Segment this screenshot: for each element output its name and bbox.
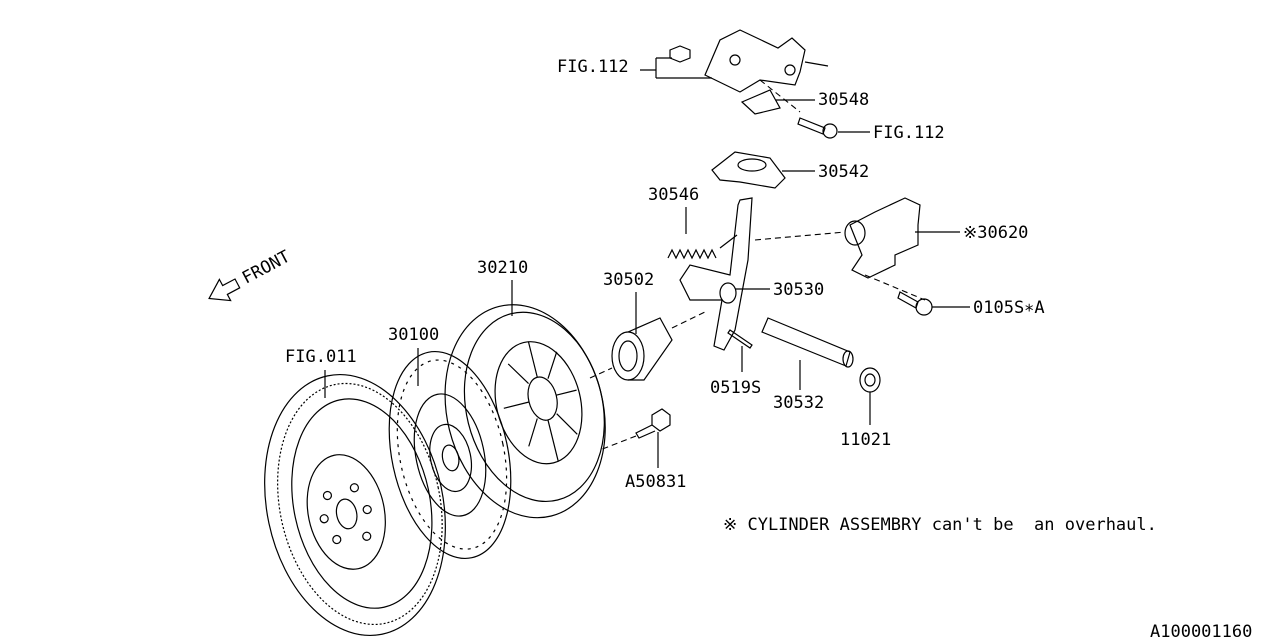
- label-0105s[interactable]: 0105S∗A: [973, 298, 1045, 318]
- pivot-shaft[interactable]: [761, 317, 854, 368]
- label-fig112-bolt[interactable]: FIG.112: [873, 123, 945, 143]
- release-fork[interactable]: [679, 197, 846, 351]
- label-0519s[interactable]: 0519S: [710, 378, 761, 398]
- diagram-id: A100001160: [1150, 622, 1252, 640]
- pressure-plate[interactable]: [423, 288, 627, 535]
- label-30546[interactable]: 30546: [648, 185, 699, 205]
- label-30620[interactable]: ※30620: [963, 223, 1028, 243]
- boot-30542[interactable]: [711, 151, 786, 189]
- label-30530[interactable]: 30530: [773, 280, 824, 300]
- bolt-fig112[interactable]: [797, 117, 838, 139]
- release-bearing[interactable]: [589, 311, 706, 381]
- label-fig011[interactable]: FIG.011: [285, 347, 357, 367]
- label-30532[interactable]: 30532: [773, 393, 824, 413]
- leader-lines: [324, 57, 970, 468]
- front-arrow-icon: [208, 278, 241, 302]
- return-spring[interactable]: [667, 234, 738, 260]
- flywheel[interactable]: [241, 358, 468, 640]
- clip-30548[interactable]: [740, 79, 801, 115]
- bolt-a50831[interactable]: [599, 408, 671, 451]
- bracket-top[interactable]: [669, 29, 829, 93]
- label-30548[interactable]: 30548: [818, 90, 869, 110]
- label-11021[interactable]: 11021: [840, 430, 891, 450]
- label-fig112-top[interactable]: FIG.112: [557, 57, 629, 77]
- operating-cylinder[interactable]: [844, 197, 926, 301]
- label-30210[interactable]: 30210: [477, 258, 528, 278]
- label-30502[interactable]: 30502: [603, 270, 654, 290]
- pin-0519s[interactable]: [727, 329, 753, 349]
- front-label: FRONT: [239, 247, 294, 289]
- bushing-11021[interactable]: [859, 367, 881, 393]
- clutch-disc[interactable]: [371, 340, 528, 570]
- label-30100[interactable]: 30100: [388, 325, 439, 345]
- label-a50831[interactable]: A50831: [625, 472, 686, 492]
- label-30542[interactable]: 30542: [818, 162, 869, 182]
- note-text: ※ CYLINDER ASSEMBRY can't be an overhaul…: [723, 515, 1157, 535]
